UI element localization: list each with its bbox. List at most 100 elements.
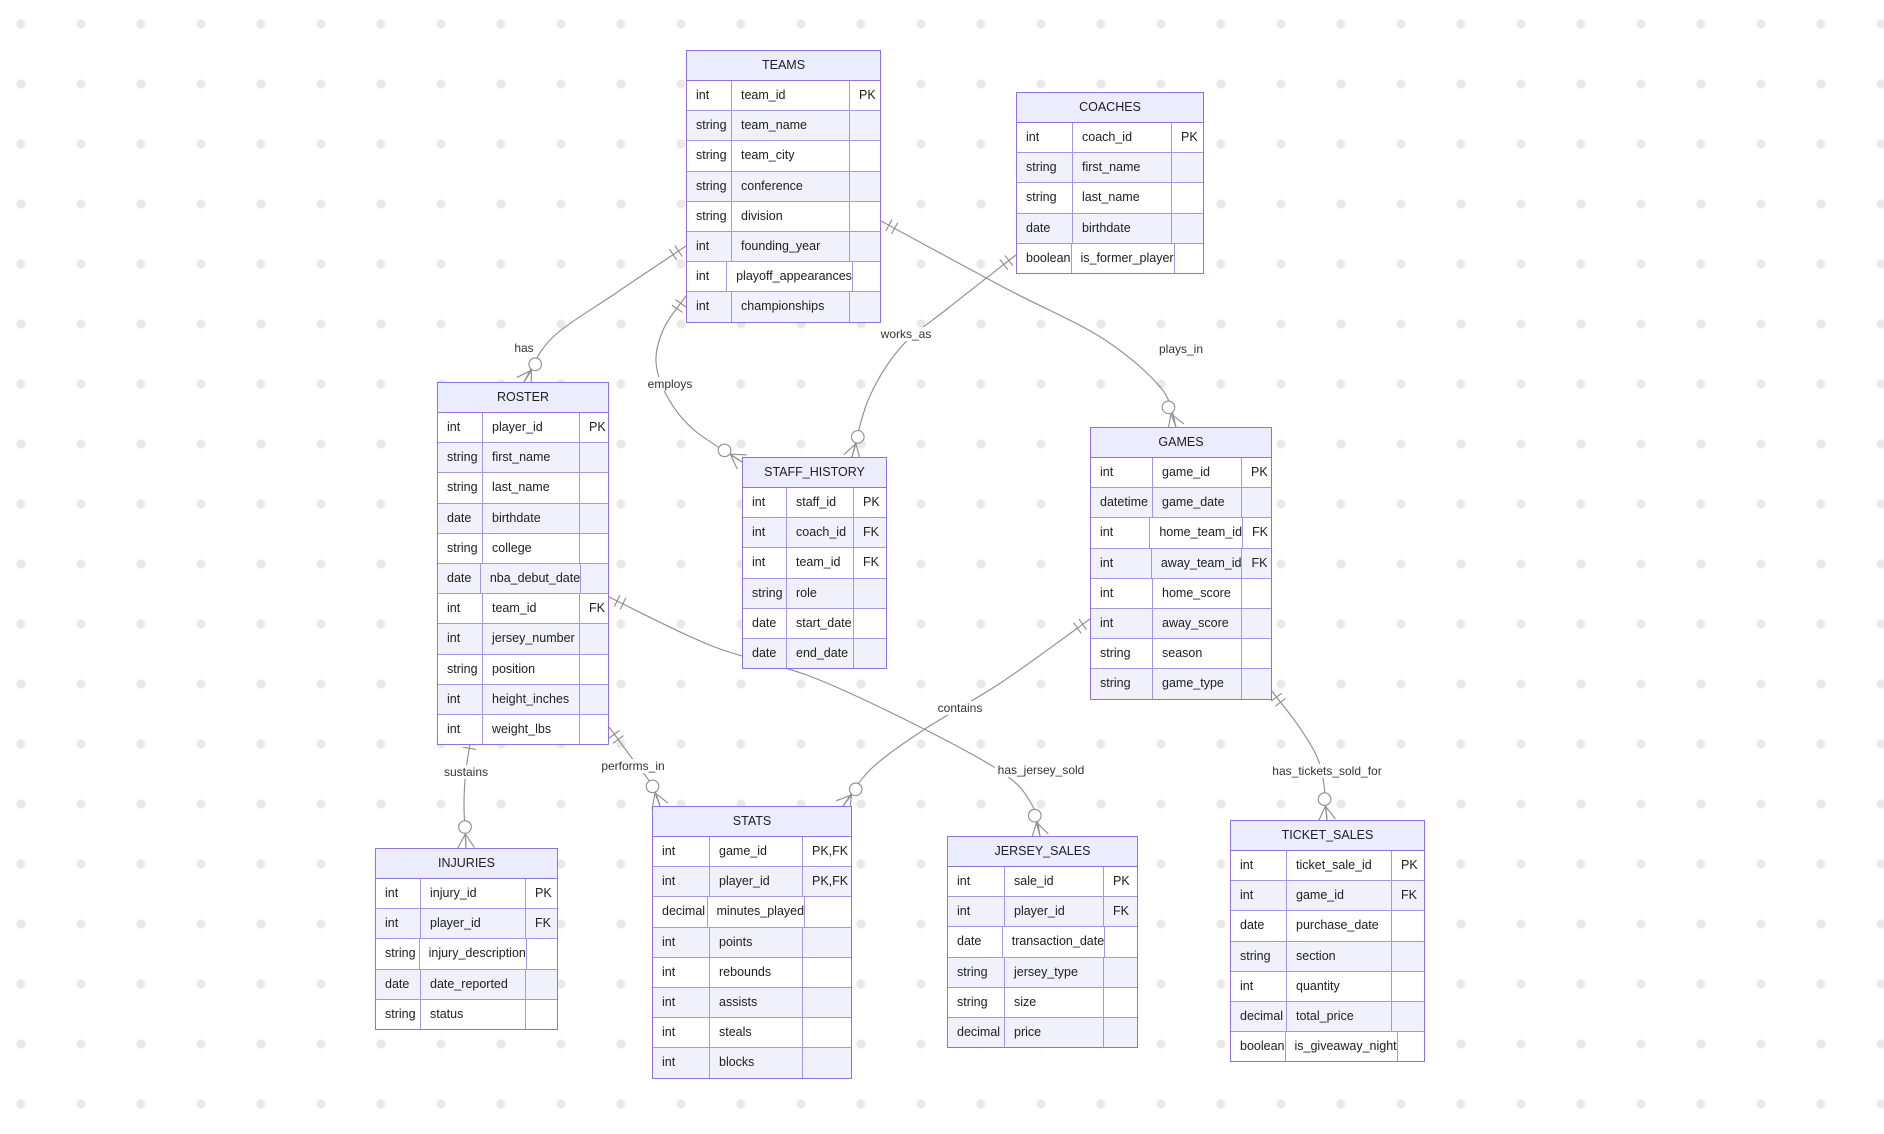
attribute-type: int	[653, 867, 710, 897]
attribute-key	[1242, 579, 1271, 608]
cardinality-zero-circle	[717, 443, 732, 458]
attribute-key	[580, 504, 608, 533]
attribute-key	[581, 564, 608, 593]
cardinality-zero-circle	[848, 782, 863, 797]
attribute-name: blocks	[710, 1048, 803, 1078]
crow-foot-prong	[1036, 822, 1049, 835]
attribute-name: last_name	[483, 473, 580, 503]
attribute-type: datetime	[1091, 488, 1153, 518]
attribute-key	[1172, 153, 1203, 182]
attribute-name: assists	[710, 987, 803, 1018]
attribute-name: away_team_id	[1152, 548, 1243, 578]
attribute-name: rebounds	[710, 957, 803, 987]
crow-foot-prong	[1170, 413, 1177, 428]
cardinality-one-tick	[999, 259, 1009, 271]
entity-title-games: GAMES	[1091, 428, 1271, 458]
cardinality-zero-circle	[1161, 400, 1176, 415]
attribute-key: PK,FK	[812, 844, 849, 858]
attribute-key	[1242, 488, 1271, 517]
crow-foot-prong	[1035, 822, 1041, 837]
attribute-type: string	[687, 171, 732, 201]
cardinality-one-tick	[1073, 622, 1082, 634]
attribute-key	[803, 1048, 851, 1077]
crow-foot-prong	[730, 453, 743, 463]
attribute-key	[580, 624, 608, 653]
attribute-type: int	[687, 231, 732, 262]
attribute-type: date	[743, 638, 787, 669]
attribute-name: home_team_id	[1150, 518, 1244, 548]
attribute-key	[527, 939, 557, 968]
attribute-name: nba_debut_date	[481, 563, 582, 594]
attribute-type: date	[743, 608, 787, 638]
crow-foot-prong	[730, 453, 747, 456]
attribute-name: team_id	[732, 81, 850, 111]
attribute-type: int	[743, 548, 787, 578]
attribute-key	[1175, 244, 1203, 273]
attribute-name: start_date	[787, 608, 854, 638]
cardinality-one-tick	[619, 597, 627, 610]
attribute-type: string	[1231, 941, 1287, 971]
attribute-type: string	[376, 939, 420, 969]
attribute-name: player_id	[483, 413, 580, 443]
attribute-type: string	[438, 654, 483, 684]
attribute-key	[854, 609, 886, 638]
attribute-type: int	[376, 879, 421, 909]
attribute-name: game_id	[1287, 881, 1392, 911]
attribute-type: int	[1017, 123, 1073, 153]
crow-foot-prong	[1318, 805, 1326, 822]
attribute-name: is_former_player	[1072, 243, 1175, 273]
attribute-key	[1104, 958, 1137, 987]
attribute-type: string	[743, 578, 787, 608]
attribute-key	[580, 473, 608, 502]
attribute-type: date	[1017, 213, 1073, 243]
attribute-key	[1172, 214, 1203, 243]
relationship-sustains	[457, 732, 478, 849]
attribute-type: string	[687, 111, 732, 141]
attribute-type: int	[653, 987, 710, 1018]
cardinality-one-tick	[891, 222, 899, 235]
attribute-key: PK	[589, 420, 606, 434]
attribute-type: decimal	[1231, 1001, 1287, 1032]
attribute-key	[853, 262, 880, 291]
crow-foot-prong	[654, 792, 669, 804]
cardinality-one-tick	[885, 219, 893, 232]
attribute-key	[854, 579, 886, 608]
attribute-type: int	[438, 714, 483, 745]
cardinality-one-tick	[1004, 255, 1014, 267]
attribute-key	[580, 715, 608, 744]
attribute-name: team_id	[787, 548, 854, 578]
attribute-type: decimal	[948, 1017, 1005, 1048]
attribute-type: int	[1231, 851, 1287, 881]
